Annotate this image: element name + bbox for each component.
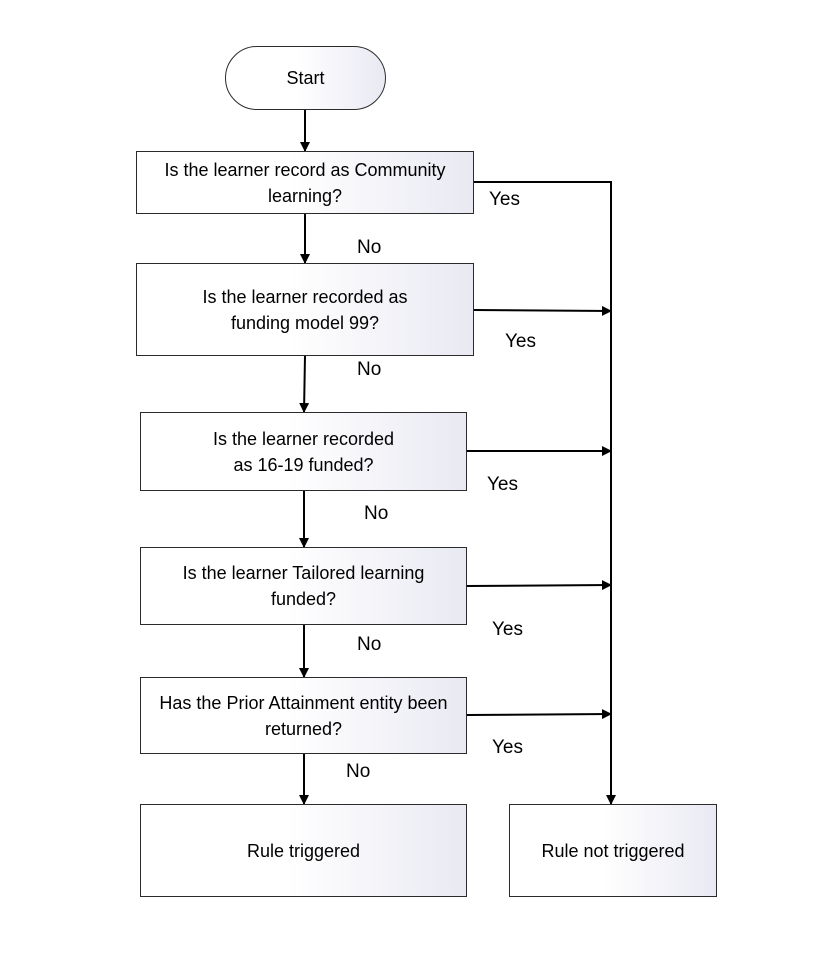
label-q2-yes: Yes	[505, 331, 536, 352]
label-q3-yes: Yes	[487, 474, 518, 495]
decision-community-learning: Is the learner record as Community learn…	[136, 151, 474, 214]
decision-tailored-learning-funded: Is the learner Tailored learning funded?	[140, 547, 467, 625]
label-q5-no: No	[346, 761, 371, 782]
decision-16-19-funded: Is the learner recorded as 16-19 funded?	[140, 412, 467, 491]
edge-q5-yes	[466, 709, 612, 720]
edge-q1-yes	[474, 181, 616, 805]
decision-funding-model-99: Is the learner recorded as funding model…	[136, 263, 474, 356]
label-q1-no: No	[357, 237, 382, 258]
decision-prior-attainment-returned: Has the Prior Attainment entity been ret…	[140, 677, 467, 754]
label-q4-no: No	[357, 634, 382, 655]
edge-q2-yes	[473, 305, 612, 316]
label-q2-no: No	[357, 359, 382, 380]
result-rule-triggered: Rule triggered	[140, 804, 467, 897]
label-q3-no: No	[364, 503, 389, 524]
label-q1-yes: Yes	[489, 189, 520, 210]
label-q4-yes: Yes	[492, 619, 523, 640]
edge-q4-yes	[466, 580, 612, 591]
edge-q2-no	[299, 355, 310, 413]
result-rule-not-triggered: Rule not triggered	[509, 804, 717, 897]
start-node: Start	[225, 46, 386, 110]
label-q5-yes: Yes	[492, 737, 523, 758]
